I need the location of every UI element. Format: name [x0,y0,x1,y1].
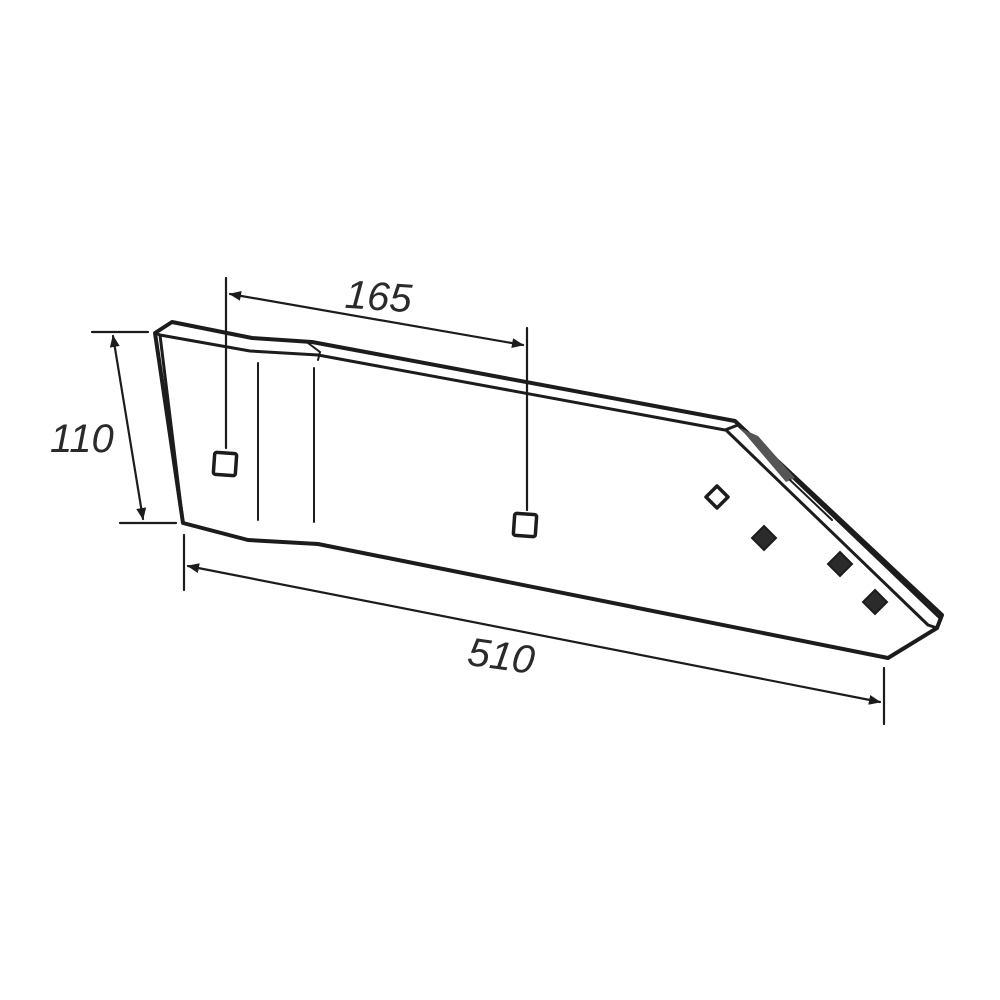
dimension-line-165 [228,290,525,349]
dimension-line-510 [186,563,882,705]
cutting-edge-bevel [723,423,942,620]
diamond-hole-1 [704,484,730,510]
diamond-hole-2 [750,524,778,552]
top-bevel-inner-edge [158,333,727,432]
dimension-label-165: 165 [344,273,414,322]
cutting-edge-inner [725,429,939,630]
dimension-height: 110 [50,330,178,525]
left-edge [153,331,185,525]
dimension-label-510: 510 [465,630,537,683]
dimension-top-length: 165 [224,273,529,512]
blade-outline [153,320,944,660]
dimension-overall-length: 510 [182,533,886,726]
blade-body [153,320,944,660]
dimension-label-110: 110 [50,417,114,461]
cutting-edge-shading [740,428,795,482]
square-hole-1 [211,450,239,478]
square-hole-2 [511,511,539,539]
cutting-edge-highlight [789,479,833,521]
dimension-line-110 [109,334,147,521]
